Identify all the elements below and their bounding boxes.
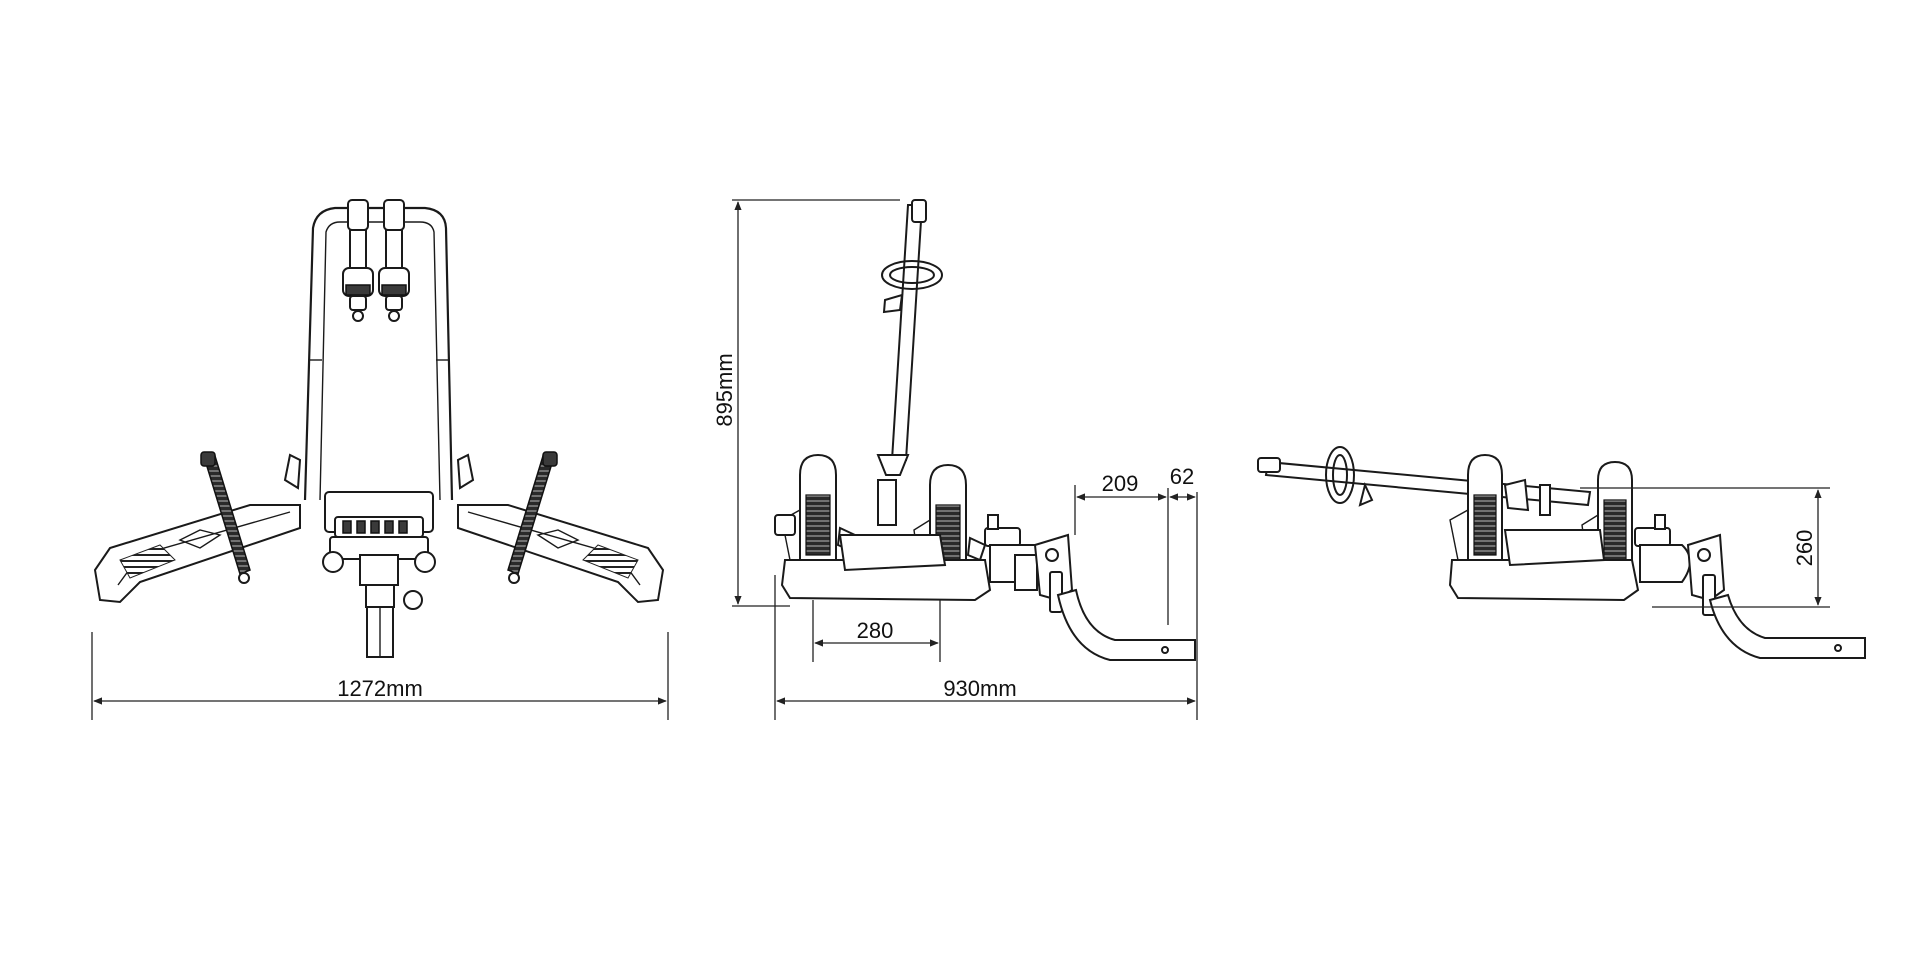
front-upright-frame: [303, 206, 454, 501]
side-hitch-offset-a-label: 209: [1102, 471, 1139, 496]
side-length-label: 930mm: [943, 676, 1016, 701]
tilted-wheel-cradle-front: [1449, 453, 1503, 567]
side-wheel-spacing-label: 280: [857, 618, 894, 643]
front-center-housing: [322, 491, 436, 658]
tilted-hitch-mount: [1686, 533, 1866, 659]
side-wheel-spacing-dimension: [812, 600, 941, 662]
side-vertical-arm: [876, 199, 943, 526]
tilted-main-tray: [1448, 559, 1640, 602]
side-length-dimension: [774, 492, 1198, 720]
front-width-dimension: [91, 632, 669, 720]
tilted-drop-dimension: [1580, 487, 1830, 608]
side-view-upright: 895mm 280 930mm 209 62: [712, 199, 1198, 720]
front-arm-clamp-left: [342, 199, 374, 322]
side-hitch-offset-b-label: 62: [1170, 464, 1194, 489]
tilted-horizontal-arm: [1257, 446, 1592, 516]
front-ratchet-strap-right: [507, 451, 558, 584]
side-wheel-cradle-front: [781, 453, 857, 567]
front-wheel-tray-right: [457, 504, 665, 604]
tilted-drop-label: 260: [1792, 530, 1817, 567]
front-ratchet-strap-left: [200, 451, 251, 584]
side-main-tray: [780, 559, 992, 602]
front-width-label: 1272mm: [337, 676, 423, 701]
side-height-dimension: [732, 199, 900, 607]
side-hitch-offset-dimension: [1074, 485, 1196, 625]
side-height-label: 895mm: [712, 353, 737, 426]
front-arm-clamp-right: [378, 199, 410, 322]
side-view-tilted: 260: [1257, 446, 1866, 659]
side-hitch-mount: [1033, 533, 1196, 661]
front-wheel-tray-left: [93, 504, 301, 604]
front-view: 1272mm: [91, 199, 669, 720]
